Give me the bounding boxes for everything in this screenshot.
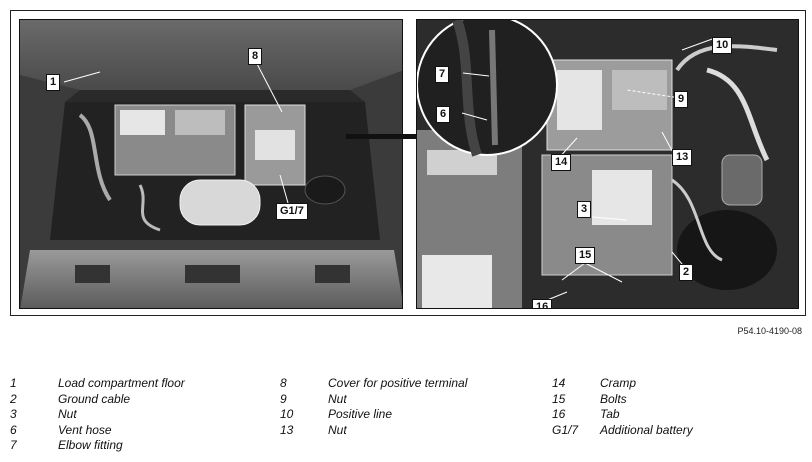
legend-label: Nut — [328, 391, 347, 406]
legend-number: 15 — [552, 391, 566, 406]
zoom-connector — [346, 134, 428, 139]
legend-label: Tab — [600, 407, 620, 421]
legend-number: 8 — [280, 376, 287, 390]
legend-label: Cover for positive terminal — [328, 376, 468, 390]
callout-6: 6 — [436, 106, 451, 123]
callout-9: 9 — [674, 91, 689, 108]
callout-14: 14 — [551, 154, 572, 171]
legend-label: Ground cable — [58, 391, 131, 406]
legend-label: Bolts — [600, 391, 627, 406]
legend-number: 1 — [10, 376, 17, 390]
callout-13: 13 — [672, 149, 693, 166]
legend-number: 6 — [10, 422, 17, 437]
callout-g1-7: G1/7 — [276, 203, 308, 220]
legend-number: G1/7 — [552, 422, 579, 437]
callout-10: 10 — [712, 37, 733, 54]
legend-label: Positive line — [328, 407, 393, 421]
legend-number: 10 — [280, 407, 294, 421]
callout-15: 15 — [575, 247, 596, 264]
callout-2: 2 — [679, 264, 694, 281]
figure-frame: 1 8 G1/7 — [10, 10, 806, 316]
callout-3: 3 — [577, 201, 592, 218]
legend-label: Additional battery — [600, 422, 693, 437]
legend-number: 9 — [280, 391, 287, 406]
callout-1: 1 — [46, 74, 61, 91]
load-compartment-illustration — [20, 20, 402, 308]
legend-label: Load compartment floor — [58, 376, 185, 390]
legend-label: Vent hose — [58, 422, 112, 437]
legend-number: 14 — [552, 376, 566, 390]
callout-16: 16 — [532, 299, 553, 308]
figure-reference: P54.10-4190-08 — [737, 326, 802, 336]
legend-number: 2 — [10, 391, 17, 406]
legend-label: Elbow fitting — [58, 438, 123, 452]
legend-label: Cramp — [600, 376, 637, 390]
photo-load-compartment: 1 8 G1/7 — [19, 19, 403, 309]
legend-number: 13 — [280, 422, 294, 437]
legend-number: 7 — [10, 438, 17, 452]
legend-label: Nut — [328, 422, 347, 437]
legend-number: 16 — [552, 407, 566, 421]
additional-battery-illustration — [417, 20, 798, 308]
callout-8: 8 — [248, 48, 263, 65]
callout-7: 7 — [435, 66, 450, 83]
legend-label: Nut — [58, 407, 77, 421]
legend-number: 3 — [10, 407, 17, 421]
photo-additional-battery: 10 7 9 6 14 13 3 15 2 16 — [416, 19, 799, 309]
